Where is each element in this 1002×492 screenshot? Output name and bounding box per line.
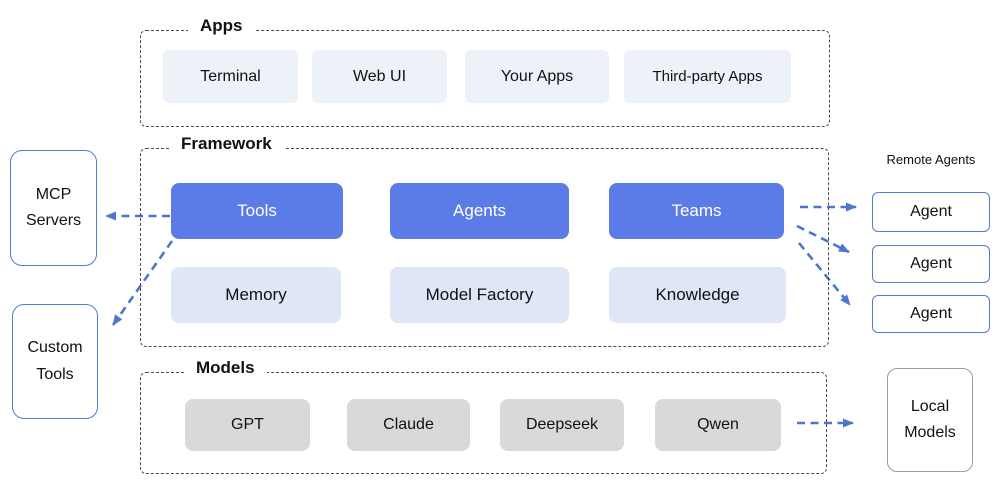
node-web-ui: Web UI (312, 50, 447, 103)
node-knowledge: Knowledge (609, 267, 786, 323)
node-custom-tools: Custom Tools (12, 304, 98, 419)
models-section-label: Models (184, 358, 267, 378)
node-claude: Claude (347, 399, 470, 451)
node-agent-3: Agent (872, 295, 990, 333)
node-memory: Memory (171, 267, 341, 323)
node-model-factory: Model Factory (390, 267, 569, 323)
node-terminal: Terminal (163, 50, 298, 103)
remote-agents-label: Remote Agents (886, 152, 976, 167)
node-teams: Teams (609, 183, 784, 239)
apps-section-label: Apps (188, 16, 255, 36)
apps-section: Apps (140, 16, 830, 127)
framework-section-label: Framework (169, 134, 284, 154)
node-agent-1: Agent (872, 192, 990, 232)
node-agents: Agents (390, 183, 569, 239)
node-third-party-apps: Third-party Apps (624, 50, 791, 103)
node-qwen: Qwen (655, 399, 781, 451)
node-gpt: GPT (185, 399, 310, 451)
models-section: Models (140, 358, 827, 474)
node-mcp-servers: MCP Servers (10, 150, 97, 266)
node-local-models: Local Models (887, 368, 973, 472)
node-tools: Tools (171, 183, 343, 239)
node-your-apps: Your Apps (465, 50, 609, 103)
node-agent-2: Agent (872, 245, 990, 283)
node-deepseek: Deepseek (500, 399, 624, 451)
framework-section: Framework (140, 134, 829, 347)
